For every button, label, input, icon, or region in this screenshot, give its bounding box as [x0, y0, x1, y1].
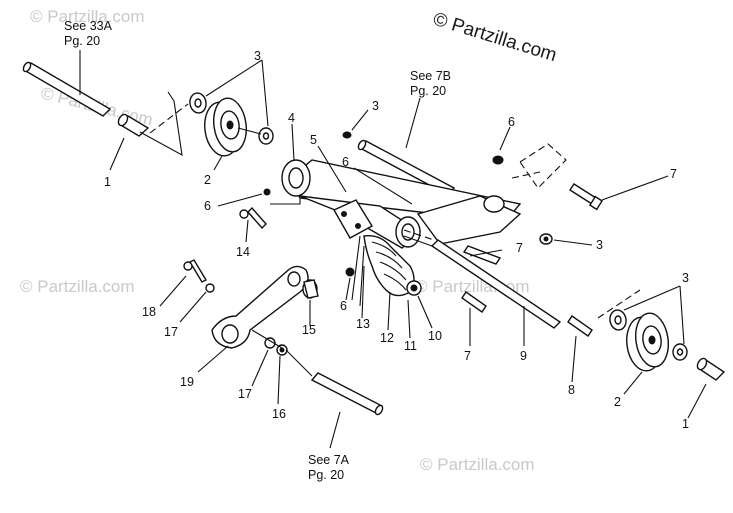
lower-right-washer	[609, 309, 627, 331]
callout-label: 3	[254, 49, 261, 63]
callout-label: 18	[142, 305, 156, 319]
callout-label: 10	[428, 329, 442, 343]
right-bolt-7	[569, 183, 604, 211]
callout-label: 1	[104, 175, 111, 189]
leader-lines	[79, 50, 707, 449]
upper-left-shaft	[22, 61, 112, 117]
bolt-14	[239, 206, 267, 230]
callout-label: 7	[516, 241, 523, 255]
upper-left-washer	[189, 92, 207, 114]
reference-line-1: See 7A	[308, 453, 350, 467]
callout-label: 7	[670, 167, 677, 181]
rear-shaft	[403, 229, 562, 329]
washer-17-lower	[264, 337, 276, 349]
watermark-faint: © Partzilla.com	[420, 455, 535, 474]
callout-label: 6	[204, 199, 211, 213]
callout-label: 17	[238, 387, 252, 401]
bushing-15	[302, 279, 319, 299]
lower-right-spacer	[696, 357, 726, 381]
bolt-18	[183, 259, 207, 283]
center-bolt-7	[461, 245, 502, 313]
washer-17-upper	[205, 283, 215, 293]
reference-line-2: Pg. 20	[410, 84, 446, 98]
callout-label: 2	[614, 395, 621, 409]
callout-label: 3	[682, 271, 689, 285]
callout-label: 1	[682, 417, 689, 431]
callout-label: 16	[272, 407, 286, 421]
link-arm	[211, 265, 309, 349]
watermark-faint: © Partzilla.com	[30, 7, 145, 26]
callout-label: 6	[508, 115, 515, 129]
callout-label: 3	[372, 99, 379, 113]
reference-see-7a: See 7A Pg. 20	[308, 453, 350, 482]
callout-label: 12	[380, 331, 394, 345]
reference-line-2: Pg. 20	[308, 468, 344, 482]
callout-label: 4	[288, 111, 295, 125]
lower-right-wheel	[626, 312, 669, 372]
nut-6-center	[345, 267, 355, 277]
reference-line-1: See 7B	[410, 69, 451, 83]
callout-label: 9	[520, 349, 527, 363]
watermark-main: © Partzilla.com	[431, 9, 560, 67]
nut-16	[276, 344, 288, 356]
callout-label: 7	[464, 349, 471, 363]
reference-see-33a: See 33A Pg. 20	[64, 19, 113, 48]
callout-label: 19	[180, 375, 194, 389]
callout-label: 3	[596, 238, 603, 252]
reference-see-7b: See 7B Pg. 20	[410, 69, 451, 98]
upper-left-wheel	[204, 97, 247, 157]
callout-label: 13	[356, 317, 370, 331]
upper-right-shaft	[357, 139, 456, 196]
upper-left-spacer	[117, 113, 150, 137]
reference-line-1: See 33A	[64, 19, 113, 33]
callout-label: 17	[164, 325, 178, 339]
nut-3	[539, 233, 553, 245]
callout-label: 5	[310, 133, 317, 147]
callout-labels: 3 1 2 4 5 3 6 6 7 6 14 7 3 18 17 15 6 13…	[104, 49, 689, 431]
callout-label: 11	[404, 339, 417, 353]
reference-line-2: Pg. 20	[64, 34, 100, 48]
callout-label: 15	[302, 323, 316, 337]
lower-shaft	[310, 372, 384, 416]
spring-end-bolt	[406, 280, 422, 296]
callout-label: 8	[568, 383, 575, 397]
callout-label: 14	[236, 245, 250, 259]
lower-right-washer-outer	[672, 343, 688, 361]
swing-arm	[281, 159, 522, 249]
callout-label: 2	[204, 173, 211, 187]
bracket-plate	[333, 199, 373, 239]
callout-label: 6	[340, 299, 347, 313]
upper-left-washer-outer	[258, 127, 274, 145]
callout-label: 6	[342, 155, 349, 169]
watermark-faint: © Partzilla.com	[20, 277, 135, 296]
small-bolt-8	[567, 315, 593, 337]
